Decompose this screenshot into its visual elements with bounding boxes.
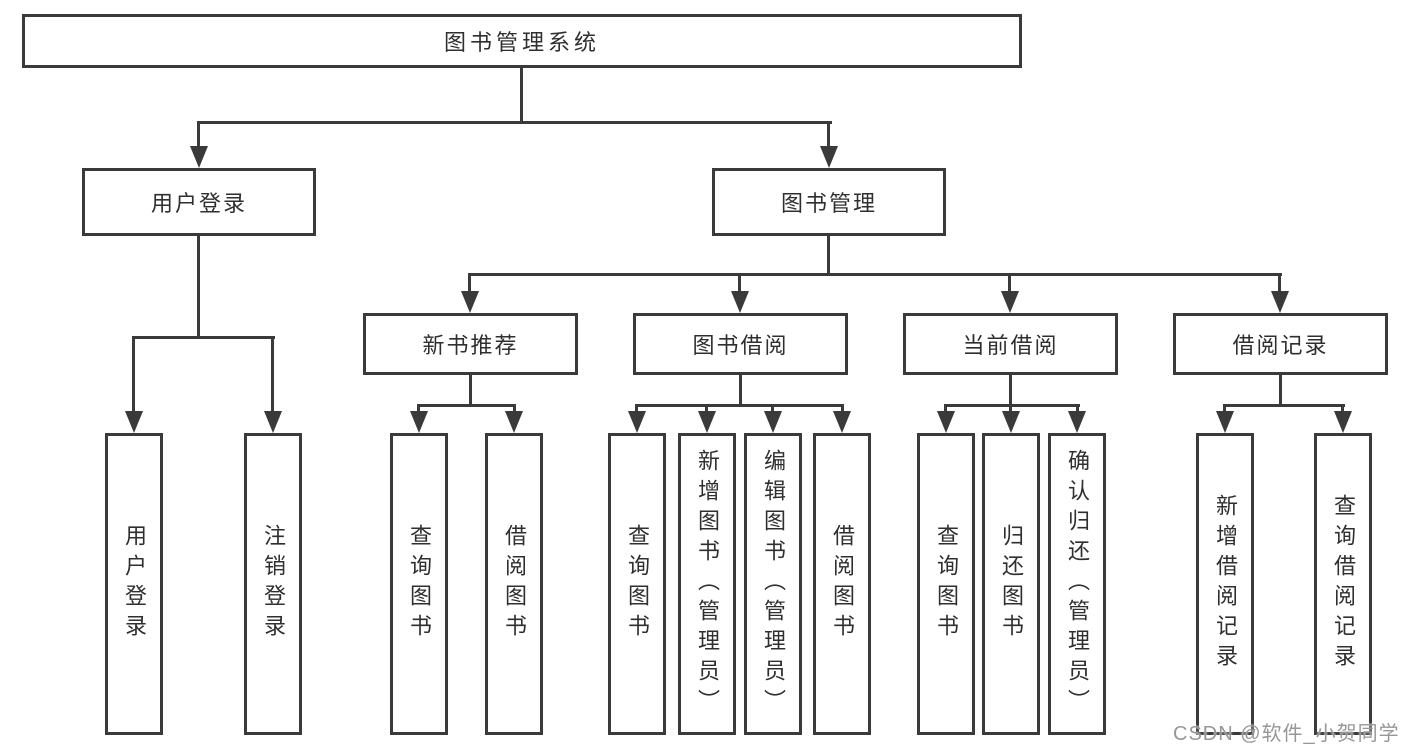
leaf-label: 查询图书	[934, 524, 959, 644]
arrow-down-icon	[1271, 291, 1289, 313]
connector-line	[197, 121, 200, 150]
leaf-label: 借阅图书	[830, 524, 855, 644]
connector-line	[635, 404, 638, 416]
arrow-down-icon	[190, 146, 208, 168]
connector-line	[944, 404, 1080, 407]
leaf-label: 查询图书	[625, 524, 650, 644]
connector-line	[841, 404, 844, 416]
leaf-label: 查询图书	[407, 524, 432, 644]
connector-line	[469, 375, 472, 407]
leaf-query-books-recommend: 查询图书	[390, 433, 448, 735]
arrow-down-icon	[264, 411, 282, 433]
connector-line	[417, 404, 516, 407]
leaf-label: 新增图书（管理员）	[695, 449, 720, 719]
arrow-down-icon	[731, 291, 749, 313]
node-book-management: 图书管理	[712, 168, 946, 236]
leaf-borrow-books-recommend: 借阅图书	[485, 433, 543, 735]
connector-line	[1279, 375, 1282, 407]
leaf-add-books-admin: 新增图书（管理员）	[678, 433, 736, 735]
connector-line	[520, 66, 523, 123]
arrow-down-icon	[1334, 411, 1352, 433]
arrow-down-icon	[820, 146, 838, 168]
connector-line	[132, 336, 135, 414]
arrow-down-icon	[1001, 291, 1019, 313]
leaf-query-borrow-record: 查询借阅记录	[1314, 433, 1372, 735]
leaf-label: 编辑图书（管理员）	[761, 449, 786, 719]
node-current-borrow: 当前借阅	[903, 313, 1118, 375]
connector-line	[944, 404, 947, 416]
connector-line	[738, 273, 741, 293]
connector-line	[197, 236, 200, 339]
leaf-borrow-books: 借阅图书	[813, 433, 871, 735]
leaf-return-books: 归还图书	[982, 433, 1040, 735]
connector-line	[1076, 404, 1079, 416]
leaf-label: 新增借阅记录	[1213, 494, 1238, 674]
leaf-query-books-borrow: 查询图书	[608, 433, 666, 735]
leaf-label: 用户登录	[122, 524, 147, 644]
connector-line	[705, 404, 708, 416]
connector-line	[1008, 273, 1011, 293]
connector-line	[635, 404, 844, 407]
connector-line	[1009, 404, 1012, 416]
connector-line	[739, 375, 742, 407]
leaf-confirm-return-admin: 确认归还（管理员）	[1048, 433, 1106, 735]
connector-line	[468, 273, 1282, 276]
leaf-logout: 注销登录	[244, 433, 302, 735]
arrow-down-icon	[1068, 411, 1086, 433]
leaf-label: 归还图书	[999, 524, 1024, 644]
connector-line	[513, 404, 516, 416]
arrow-down-icon	[410, 411, 428, 433]
leaf-label: 确认归还（管理员）	[1065, 449, 1090, 719]
leaf-label: 注销登录	[261, 524, 286, 644]
arrow-down-icon	[1002, 411, 1020, 433]
connector-line	[417, 404, 420, 416]
arrow-down-icon	[1216, 411, 1234, 433]
leaf-query-books-current: 查询图书	[917, 433, 975, 735]
leaf-user-login: 用户登录	[105, 433, 163, 735]
connector-line	[1223, 404, 1345, 407]
arrow-down-icon	[764, 411, 782, 433]
connector-line	[468, 273, 471, 293]
node-book-borrow: 图书借阅	[633, 313, 848, 375]
connector-line	[1278, 273, 1281, 293]
csdn-watermark: CSDN @软件_小贺同学	[1173, 723, 1400, 745]
leaf-label: 查询借阅记录	[1331, 494, 1356, 674]
node-borrow-records: 借阅记录	[1173, 313, 1388, 375]
leaf-edit-books-admin: 编辑图书（管理员）	[744, 433, 802, 735]
connector-line	[827, 236, 830, 276]
node-user-login: 用户登录	[82, 168, 316, 236]
connector-line	[132, 336, 275, 339]
leaf-label: 借阅图书	[502, 524, 527, 644]
arrow-down-icon	[937, 411, 955, 433]
node-library-system: 图书管理系统	[22, 14, 1022, 68]
arrow-down-icon	[125, 411, 143, 433]
arrow-down-icon	[833, 411, 851, 433]
arrow-down-icon	[698, 411, 716, 433]
connector-line	[771, 404, 774, 416]
connector-line	[1341, 404, 1344, 416]
arrow-down-icon	[505, 411, 523, 433]
leaf-add-borrow-record: 新增借阅记录	[1196, 433, 1254, 735]
connector-line	[271, 336, 274, 414]
connector-line	[197, 121, 832, 124]
arrow-down-icon	[461, 291, 479, 313]
arrow-down-icon	[628, 411, 646, 433]
connector-line	[827, 121, 830, 150]
connector-line	[1009, 375, 1012, 407]
node-new-book-recommend: 新书推荐	[363, 313, 578, 375]
connector-line	[1223, 404, 1226, 416]
